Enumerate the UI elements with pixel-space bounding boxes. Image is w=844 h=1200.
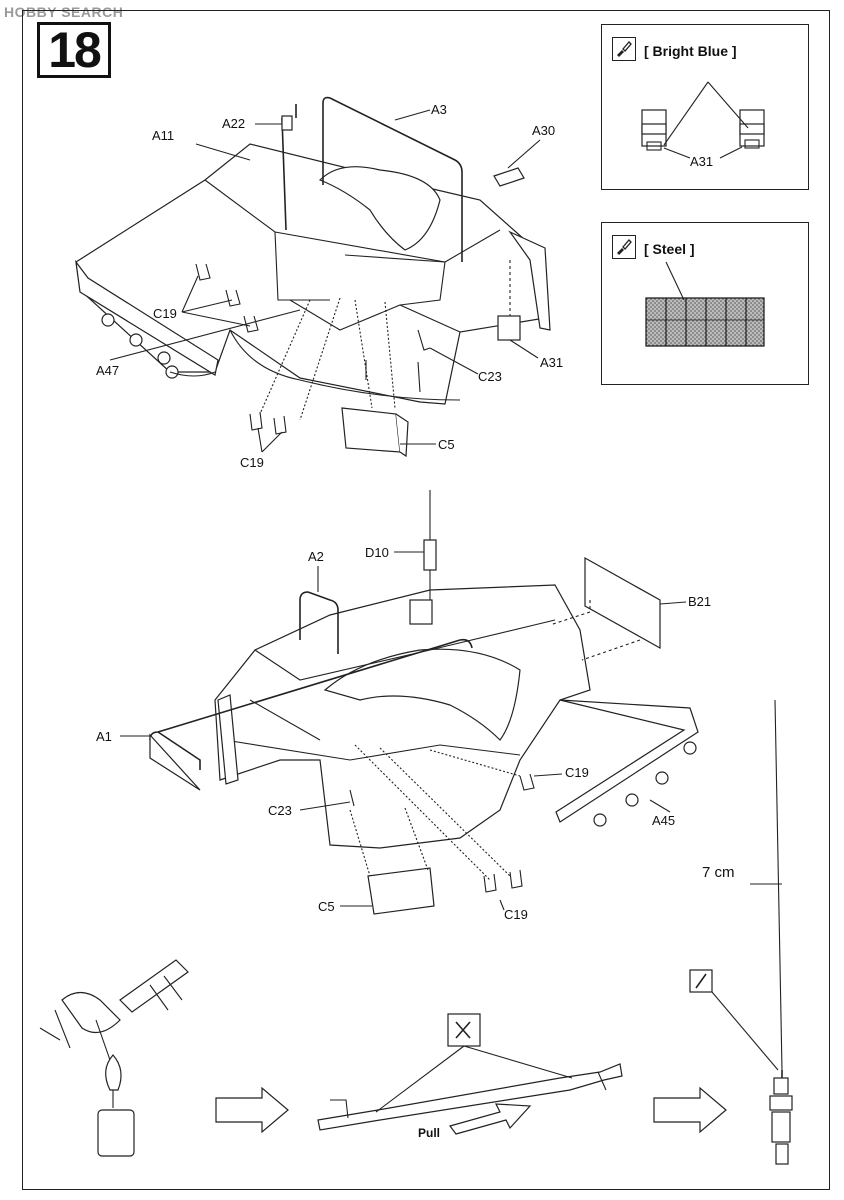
part-label-a31: A31 — [690, 154, 714, 169]
label-a47: A47 — [96, 363, 120, 378]
label-c19: C19 — [565, 765, 589, 780]
steel-track-part — [645, 261, 765, 347]
label-c5: C5 — [318, 899, 335, 914]
label-c23: C23 — [478, 369, 502, 384]
label-d10: D10 — [365, 545, 389, 560]
candle-icon — [97, 1054, 135, 1157]
paint-callout-bright-blue: [ Bright Blue ] A31 — [601, 24, 809, 190]
label-a30: A30 — [532, 123, 556, 138]
label-c5: C5 — [438, 437, 455, 452]
watermark: HOBBY SEARCH — [4, 4, 124, 20]
label-a11: A11 — [152, 128, 175, 143]
part-a31-detail — [641, 81, 765, 159]
label-a3: A3 — [431, 102, 447, 117]
paint-brush-icon — [612, 37, 636, 61]
antenna-length-label: 7 cm — [702, 864, 735, 881]
paint-color-name: [ Steel ] — [644, 241, 695, 257]
arrow-right-icon — [215, 1086, 289, 1134]
arrow-right-icon — [653, 1086, 727, 1134]
label-c19: C19 — [240, 455, 264, 470]
pull-label: Pull — [418, 1126, 441, 1140]
label-c19: C19 — [153, 306, 177, 321]
top-hull-assembly — [75, 96, 551, 458]
label-c23: C23 — [268, 803, 292, 818]
label-b21: B21 — [688, 594, 712, 609]
page-frame — [22, 10, 830, 1190]
label-c19: C19 — [504, 907, 528, 922]
label-a2: A2 — [308, 549, 324, 564]
label-a22: A22 — [222, 116, 246, 131]
label-a1: A1 — [96, 729, 112, 744]
stretch-sprue-diagram — [39, 699, 793, 1165]
paint-brush-icon — [612, 235, 636, 259]
step-number: 18 — [37, 22, 111, 78]
paint-color-name: [ Bright Blue ] — [644, 43, 737, 59]
bottom-hull-assembly — [120, 490, 699, 915]
label-a31: A31 — [540, 355, 564, 370]
label-a45: A45 — [652, 813, 676, 828]
